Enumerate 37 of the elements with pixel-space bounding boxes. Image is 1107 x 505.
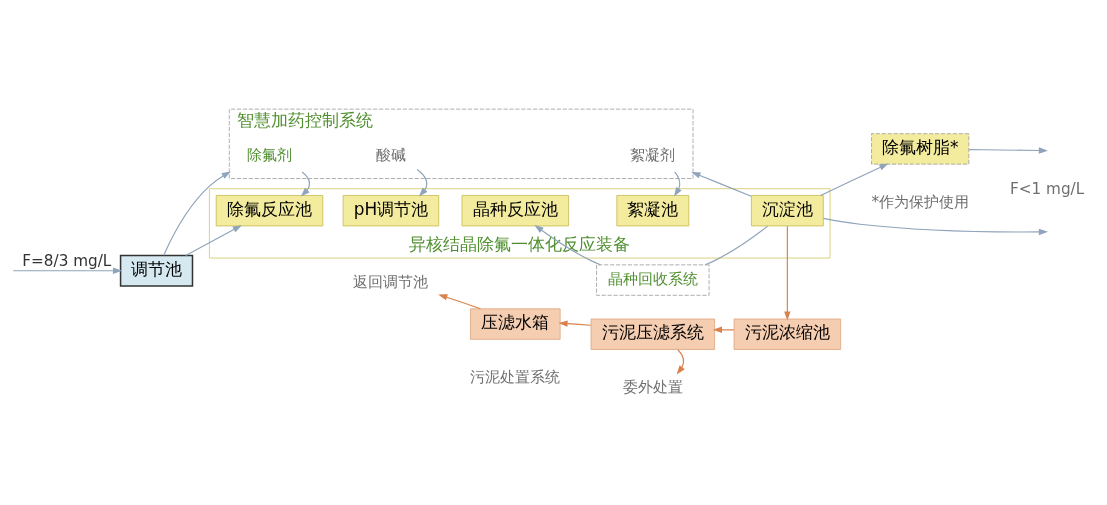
node-text: 除氟剂 xyxy=(247,145,292,164)
arrow xyxy=(163,170,231,256)
node-box: 压滤水箱 xyxy=(470,307,561,340)
node-box: pH调节池 xyxy=(342,194,440,226)
label: F<1 mg/L xyxy=(1010,179,1085,198)
node-box: 絮凝池 xyxy=(616,194,690,226)
arrow xyxy=(676,348,685,375)
node-box: 晶种反应池 xyxy=(461,194,570,226)
node-text: 委外处置 xyxy=(622,377,683,396)
arrow xyxy=(300,170,311,196)
arrow xyxy=(822,217,1048,235)
node-box: 除氟反应池 xyxy=(215,194,324,226)
node-label: *作为保护使用 xyxy=(871,192,969,211)
connector xyxy=(704,225,769,265)
node-box: 污泥压滤系统 xyxy=(590,318,715,350)
edge-label: F=8/3 mg/L xyxy=(22,251,112,270)
arrow xyxy=(784,225,791,321)
arrow xyxy=(558,319,592,327)
label: 污泥处置系统 xyxy=(470,367,561,386)
arrow xyxy=(968,146,1048,154)
arrow xyxy=(820,162,889,196)
arrow xyxy=(438,293,482,309)
arrow xyxy=(416,168,428,197)
arrow xyxy=(185,224,242,256)
arrow xyxy=(712,326,735,333)
arrow xyxy=(674,170,682,197)
arrow xyxy=(691,171,752,197)
node-box: 调节池 xyxy=(119,254,194,287)
arrow xyxy=(12,267,123,274)
node-box: 除氟树脂* xyxy=(871,132,970,165)
node-box: 沉淀池 xyxy=(750,194,824,226)
node-text: 酸碱 xyxy=(375,145,406,164)
node-text: 絮凝剂 xyxy=(630,145,676,164)
node-text: 返回调节池 xyxy=(353,272,429,291)
node-box: 污泥浓缩池 xyxy=(733,318,842,350)
node-box: 晶种回收系统 xyxy=(596,263,710,296)
arrow xyxy=(534,224,601,265)
